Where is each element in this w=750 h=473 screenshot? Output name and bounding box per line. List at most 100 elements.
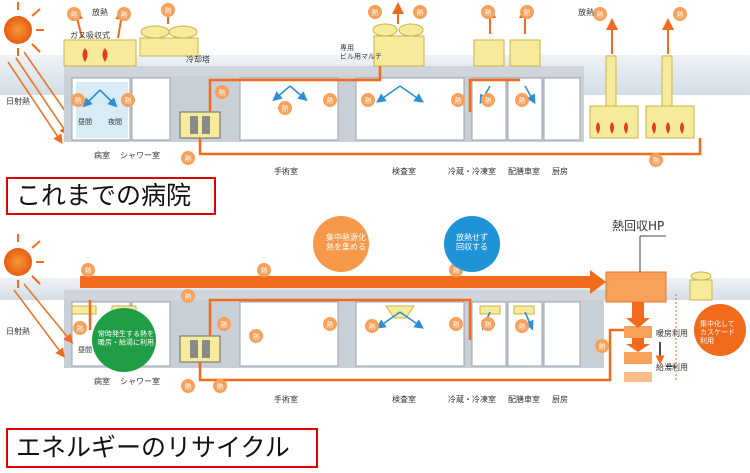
roof-2 — [64, 290, 624, 300]
room-label: 厨房 — [552, 394, 568, 404]
kitchen-flame-icons — [596, 122, 684, 134]
heat-badge-label: 熱 — [219, 88, 226, 97]
label-cascade: 集中化してカスケード利用 — [700, 319, 735, 345]
heat-badge-label: 熱 — [217, 382, 224, 391]
heat-badge-label: 熱 — [85, 266, 92, 275]
sun-icon — [4, 234, 44, 288]
label-gas-absorption: ガス吸収式 — [70, 30, 110, 40]
kitchen-boiler-1 — [589, 105, 639, 139]
cooling-tower-fan-unit — [139, 37, 199, 57]
cascade-bubble — [694, 304, 746, 356]
room-kitchen — [543, 77, 581, 141]
dedicated-chiller-unit — [373, 35, 425, 67]
solar-rays-2 — [13, 283, 74, 358]
label-solar-2: 日射熱 — [6, 326, 30, 336]
heat-badge-label: 熱 — [455, 96, 462, 105]
heat-badge-label: 熱 — [165, 6, 172, 15]
heat-badge-label: 熱 — [125, 96, 132, 105]
heat-badge-label: 熱 — [485, 320, 492, 329]
room-label: 配膳車室 — [508, 166, 540, 176]
heat-badge-label: 熱 — [453, 266, 460, 275]
heat-badge-label: 熱 — [597, 10, 604, 19]
heat-collection-arrow — [80, 270, 606, 294]
sun-icon — [4, 2, 44, 56]
chimney-2 — [661, 55, 673, 107]
label-daytime-1: 昼間 — [78, 118, 92, 126]
heat-recovery-hp-unit — [605, 271, 667, 303]
heat-badge-label: 熱 — [653, 156, 660, 165]
cooling-tower-2 — [179, 335, 221, 363]
heat-badge-label: 熱 — [77, 324, 84, 333]
cascade-arrows — [626, 302, 650, 352]
heat-badge-label: 熱 — [282, 104, 289, 113]
room-label: 冷蔵・冷凍室 — [448, 166, 496, 176]
label-collect-heat: 集中熱源化熱を集める — [326, 232, 366, 252]
label-constant-heat: 常時発生する熱を暖房・給湯に利用 — [98, 329, 154, 346]
flame-icon — [82, 48, 108, 62]
room-serving — [507, 77, 543, 141]
heat-badge-label: 熱 — [185, 154, 192, 163]
heat-badge-label: 熱 — [524, 8, 531, 17]
heat-badge-label: 熱 — [327, 320, 334, 329]
chimney-1 — [605, 55, 617, 107]
room-label: シャワー室 — [120, 150, 160, 160]
heat-badges-2: 熱熱熱熱熱熱熱熱熱熱熱熱熱熱熱 — [73, 263, 609, 393]
room-label: 検査室 — [392, 166, 416, 176]
heat-badge-label: 熱 — [221, 320, 228, 329]
label-nighttime-1: 夜間 — [108, 117, 122, 126]
heat-badge-label: 熱 — [75, 96, 82, 105]
constant-heat-bubble — [92, 308, 156, 372]
heat-badge-label: 熱 — [417, 8, 424, 17]
roof — [64, 66, 584, 76]
solar-rays — [7, 51, 73, 144]
room-label: 手術室 — [274, 166, 298, 176]
heat-badge-label: 熱 — [185, 292, 192, 301]
room-shower — [131, 77, 171, 141]
room-label: 病室 — [94, 376, 110, 386]
title-energy-recycle: エネルギーのリサイクル — [6, 428, 318, 468]
room-label: 手術室 — [274, 394, 298, 404]
hot-water-tank — [624, 352, 652, 364]
label-no-release: 放熱せず回収する — [456, 232, 488, 252]
heat-badge-label: 熱 — [599, 342, 606, 351]
room-exam — [355, 77, 465, 141]
room-label: 検査室 — [392, 394, 416, 404]
collect-heat-bubble — [313, 216, 369, 272]
heat-badge-label: 熱 — [71, 10, 78, 19]
heat-badge-label: 熱 — [369, 322, 376, 331]
room-labels-1: 病室 シャワー室 手術室 検査室 冷蔵・冷凍室 配膳車室 厨房 — [94, 150, 568, 176]
heat-badge-label: 熱 — [365, 96, 372, 105]
kitchen-boiler-2 — [645, 105, 695, 139]
room-label: 配膳車室 — [508, 394, 540, 404]
rooftop-unit-2 — [689, 279, 713, 301]
heat-badge-label: 熱 — [261, 266, 268, 275]
room-label: 病室 — [94, 150, 110, 160]
gas-absorption-unit — [63, 39, 137, 67]
no-release-bubble — [444, 216, 500, 272]
dedicated-chiller-fan-icon — [372, 23, 398, 37]
heat-pipes-1 — [198, 66, 702, 156]
label-dedicated-chiller: 専用ビル用マルチ — [340, 43, 382, 60]
heat-pipes-2 — [88, 298, 624, 382]
label-solar-1: 日射熱 — [6, 96, 30, 106]
label-daytime-2: 昼間 — [78, 346, 92, 354]
heat-badge-label: 熱 — [253, 332, 260, 341]
label-heat-release-2: 放熱 — [578, 7, 594, 17]
room-label: 厨房 — [552, 166, 568, 176]
heat-badge-label: 熱 — [121, 10, 128, 19]
label-heat-release-1: 放熱 — [92, 7, 108, 17]
cold-room-chiller-2 — [509, 39, 541, 67]
heat-badge-label: 熱 — [327, 96, 334, 105]
label-heat-recovery-hp: 熱回収HP — [612, 219, 664, 233]
cooling-tower — [179, 111, 221, 139]
heat-badge-label: 熱 — [372, 8, 379, 17]
label-hot-water-use: 給湯利用 — [656, 362, 688, 372]
section2-diagram: 熱熱熱熱熱熱熱熱熱熱熱熱熱熱熱 集中熱源化熱を集める 放熱せず回収する 集中化し… — [0, 216, 750, 404]
heat-badge-label: 熱 — [485, 8, 492, 17]
room-label: 冷蔵・冷凍室 — [448, 394, 496, 404]
room-labels-2: 病室 シャワー室 手術室 検査室 冷蔵・冷凍室 配膳車室 厨房 — [94, 376, 568, 404]
heat-badge-label: 熱 — [519, 96, 526, 105]
heating-tank — [624, 326, 652, 338]
heat-badges-1: 熱熱熱熱熱熱熱熱熱熱熱熱熱熱熱熱熱熱熱熱 — [67, 3, 687, 167]
